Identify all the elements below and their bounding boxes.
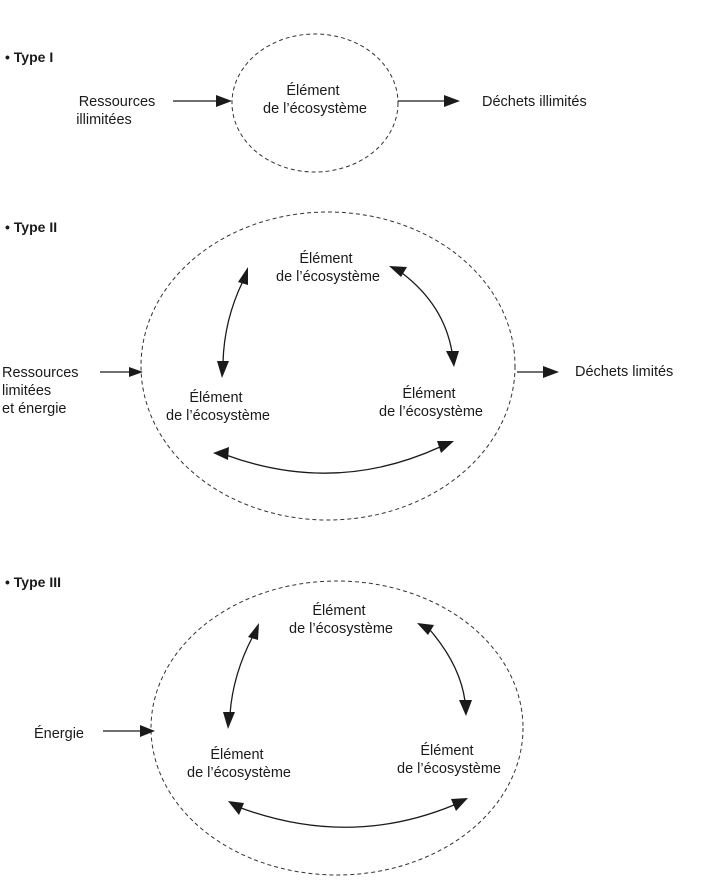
type-2-arrow-top-left xyxy=(222,280,244,364)
type-3-arrowhead xyxy=(248,623,259,640)
type-3-arrow-top-left xyxy=(229,635,254,715)
type-1-input-label: Ressources illimitées xyxy=(76,94,159,128)
type-1-output-label: Déchets illimités xyxy=(482,94,587,110)
type-2-arrow-top-right xyxy=(401,272,453,353)
type-2-arrowhead xyxy=(213,447,229,460)
type-1-heading: • Type I xyxy=(5,49,53,65)
type-3-heading: • Type III xyxy=(5,574,61,590)
type-2-arrowhead xyxy=(217,361,229,378)
type-2-arrow-bottom xyxy=(225,446,441,474)
type-3-section: • Type III Élément de l’écosystème Éléme… xyxy=(5,574,524,876)
type-2-section: • Type II Élément de l’écosystème Élémen… xyxy=(2,211,673,521)
type-2-arrowhead xyxy=(437,441,454,453)
type-3-arrowhead xyxy=(223,712,235,729)
type-3-element-top-label: Élément de l’écosystème xyxy=(289,602,393,637)
type-3-arrowhead xyxy=(417,623,434,635)
type-2-arrowhead xyxy=(238,267,248,285)
type-3-input-label: Énergie xyxy=(34,725,84,742)
type-2-heading: • Type II xyxy=(5,219,57,235)
type-3-arrowhead xyxy=(459,700,472,716)
type-2-boundary xyxy=(140,211,516,521)
type-3-element-left-label: Élément de l’écosystème xyxy=(187,746,291,781)
type-2-arrowhead xyxy=(446,351,459,367)
type-3-arrowhead xyxy=(228,801,244,815)
type-1-element-label: Élément de l’écosystème xyxy=(263,82,367,117)
type-3-element-right-label: Élément de l’écosystème xyxy=(397,742,501,777)
type-1-section: • Type I Élément de l’écosystème Ressour… xyxy=(5,33,587,173)
type-2-element-left-label: Élément de l’écosystème xyxy=(166,389,270,424)
type-2-input-arrowhead xyxy=(129,367,143,377)
type-3-boundary xyxy=(150,580,524,876)
type-1-output-arrowhead xyxy=(444,95,460,107)
type-2-output-arrowhead xyxy=(543,366,559,378)
type-1-input-arrowhead xyxy=(216,95,232,107)
type-2-output-label: Déchets limités xyxy=(575,364,673,380)
type-3-arrow-bottom xyxy=(240,804,455,828)
type-2-element-right-label: Élément de l’écosystème xyxy=(379,385,483,420)
type-2-input-label: Ressources limitées et énergie xyxy=(2,365,83,417)
type-3-input-arrowhead xyxy=(140,725,155,737)
type-2-arrowhead xyxy=(389,266,407,277)
type-2-element-top-label: Élément de l’écosystème xyxy=(276,250,380,285)
type-1-boundary xyxy=(231,33,399,173)
type-3-arrow-top-right xyxy=(429,629,466,702)
type-3-arrowhead xyxy=(451,798,468,811)
